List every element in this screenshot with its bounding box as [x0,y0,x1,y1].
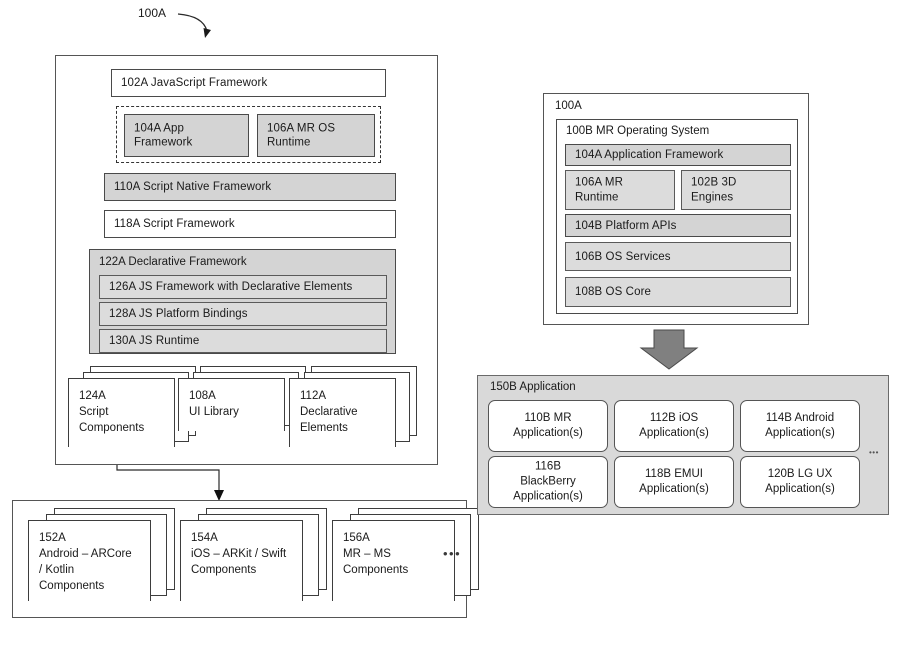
row-script-native-framework-label: 110A Script Native Framework [114,180,272,193]
row-platform-apis[interactable]: 104B Platform APIs [565,214,791,237]
stack-android-components-label: 152A Android – ARCore / Kotlin Component… [39,532,132,592]
mr-os-inner-container: 100B MR Operating System 104A Applicatio… [556,119,798,314]
row-js-framework-declarative-elements[interactable]: 126A JS Framework with Declarative Eleme… [99,275,387,299]
application-panel-ellipsis: ••• [869,448,879,457]
stack-mr-ms-components-label: 156A MR – MS Components [343,532,409,576]
stack-ios-components-label: 154A iOS – ARKit / Swift Components [191,532,287,576]
row-platform-apis-label: 104B Platform APIs [575,219,677,232]
mr-operating-system-panel: 100A 100B MR Operating System 104A Appli… [543,93,809,325]
stack-sheet-front [180,520,303,601]
row-application-framework[interactable]: 104A Application Framework [565,144,791,166]
row-mr-os-runtime-label: 106A MR OS Runtime [267,122,336,149]
stack-android-arcore-kotlin-components[interactable]: 152A Android – ARCore / Kotlin Component… [28,508,183,613]
row-script-native-framework[interactable]: 110A Script Native Framework [104,173,396,201]
mr-os-panel-outer-label: 100A [555,100,582,112]
callout-arrow-curve [177,13,208,32]
row-application-framework-label: 104A Application Framework [575,148,724,161]
app-card-emui-label: 118B EMUI Application(s) [639,468,709,495]
stack-mr-ms-components[interactable]: 156A MR – MS Components [332,508,487,613]
app-card-lgux-label: 120B LG UX Application(s) [765,468,835,495]
row-js-platform-bindings-label: 128A JS Platform Bindings [109,307,248,320]
callout-arrow-head [203,28,211,38]
os-to-application-block-arrow [639,329,699,370]
runtime-group-dashed-container: 104A App Framework 106A MR OS Runtime [116,106,381,163]
stack-sheet-front [178,378,285,431]
app-card-mr-label: 110B MR Application(s) [513,412,583,439]
stack-declarative-elements-label: 112A Declarative Elements [300,390,358,434]
stack-sheet-front [68,378,175,447]
row-os-services-label: 106B OS Services [575,250,671,263]
row-os-core-label: 108B OS Core [575,285,651,298]
row-js-framework-declarative-elements-label: 126A JS Framework with Declarative Eleme… [109,280,353,293]
figure-callout-label: 100A [138,6,167,20]
app-card-android[interactable]: 114B Android Application(s) [740,400,860,452]
stack-ios-arkit-swift-components[interactable]: 154A iOS – ARKit / Swift Components [180,508,335,613]
app-card-ios[interactable]: 112B iOS Application(s) [614,400,734,452]
row-javascript-framework-label: 102A JavaScript Framework [121,76,268,89]
row-3d-engines[interactable]: 102B 3D Engines [681,170,791,210]
platform-components-panel: 152A Android – ARCore / Kotlin Component… [12,500,479,618]
row-js-runtime[interactable]: 130A JS Runtime [99,329,387,353]
row-mr-runtime[interactable]: 106A MR Runtime [565,170,675,210]
stack-declarative-elements[interactable]: 112A Declarative Elements [289,366,419,461]
row-script-framework[interactable]: 118A Script Framework [104,210,396,238]
platform-components-ellipsis: ••• [443,546,462,561]
row-app-framework[interactable]: 104A App Framework [124,114,249,157]
stack-sheet-front [28,520,151,601]
left-framework-panel: 102A JavaScript Framework 104A App Frame… [55,55,438,465]
row-os-core[interactable]: 108B OS Core [565,277,791,307]
app-card-android-label: 114B Android Application(s) [765,412,835,439]
row-3d-engines-label: 102B 3D Engines [691,176,737,204]
application-panel: 150B Application 110B MR Application(s) … [477,375,889,515]
group-declarative-framework-label: 122A Declarative Framework [99,256,247,268]
row-script-framework-label: 118A Script Framework [114,217,235,230]
stack-sheet-front [332,520,455,601]
row-js-platform-bindings[interactable]: 128A JS Platform Bindings [99,302,387,326]
row-js-runtime-label: 130A JS Runtime [109,334,200,347]
stack-script-components-label: 124A Script Components [79,390,145,434]
row-mr-os-runtime[interactable]: 106A MR OS Runtime [257,114,375,157]
group-declarative-framework: 122A Declarative Framework 126A JS Frame… [89,249,396,354]
mr-os-label: 100B MR Operating System [566,125,710,137]
stack-script-components[interactable]: 124A Script Components [68,366,198,461]
app-card-mr[interactable]: 110B MR Application(s) [488,400,608,452]
row-javascript-framework[interactable]: 102A JavaScript Framework [111,69,386,97]
application-panel-title: 150B Application [490,381,576,393]
app-card-emui[interactable]: 118B EMUI Application(s) [614,456,734,508]
stack-ui-library-label: 108A UI Library [189,390,239,418]
row-app-framework-label: 104A App Framework [134,122,193,149]
app-card-ios-label: 112B iOS Application(s) [639,412,709,439]
app-card-blackberry-label: 116B BlackBerry Application(s) [513,460,583,503]
stack-sheet-front [289,378,396,447]
stack-ui-library[interactable]: 108A UI Library [178,366,308,446]
app-card-blackberry[interactable]: 116B BlackBerry Application(s) [488,456,608,508]
app-card-lgux[interactable]: 120B LG UX Application(s) [740,456,860,508]
row-mr-runtime-label: 106A MR Runtime [575,176,624,204]
row-os-services[interactable]: 106B OS Services [565,242,791,271]
